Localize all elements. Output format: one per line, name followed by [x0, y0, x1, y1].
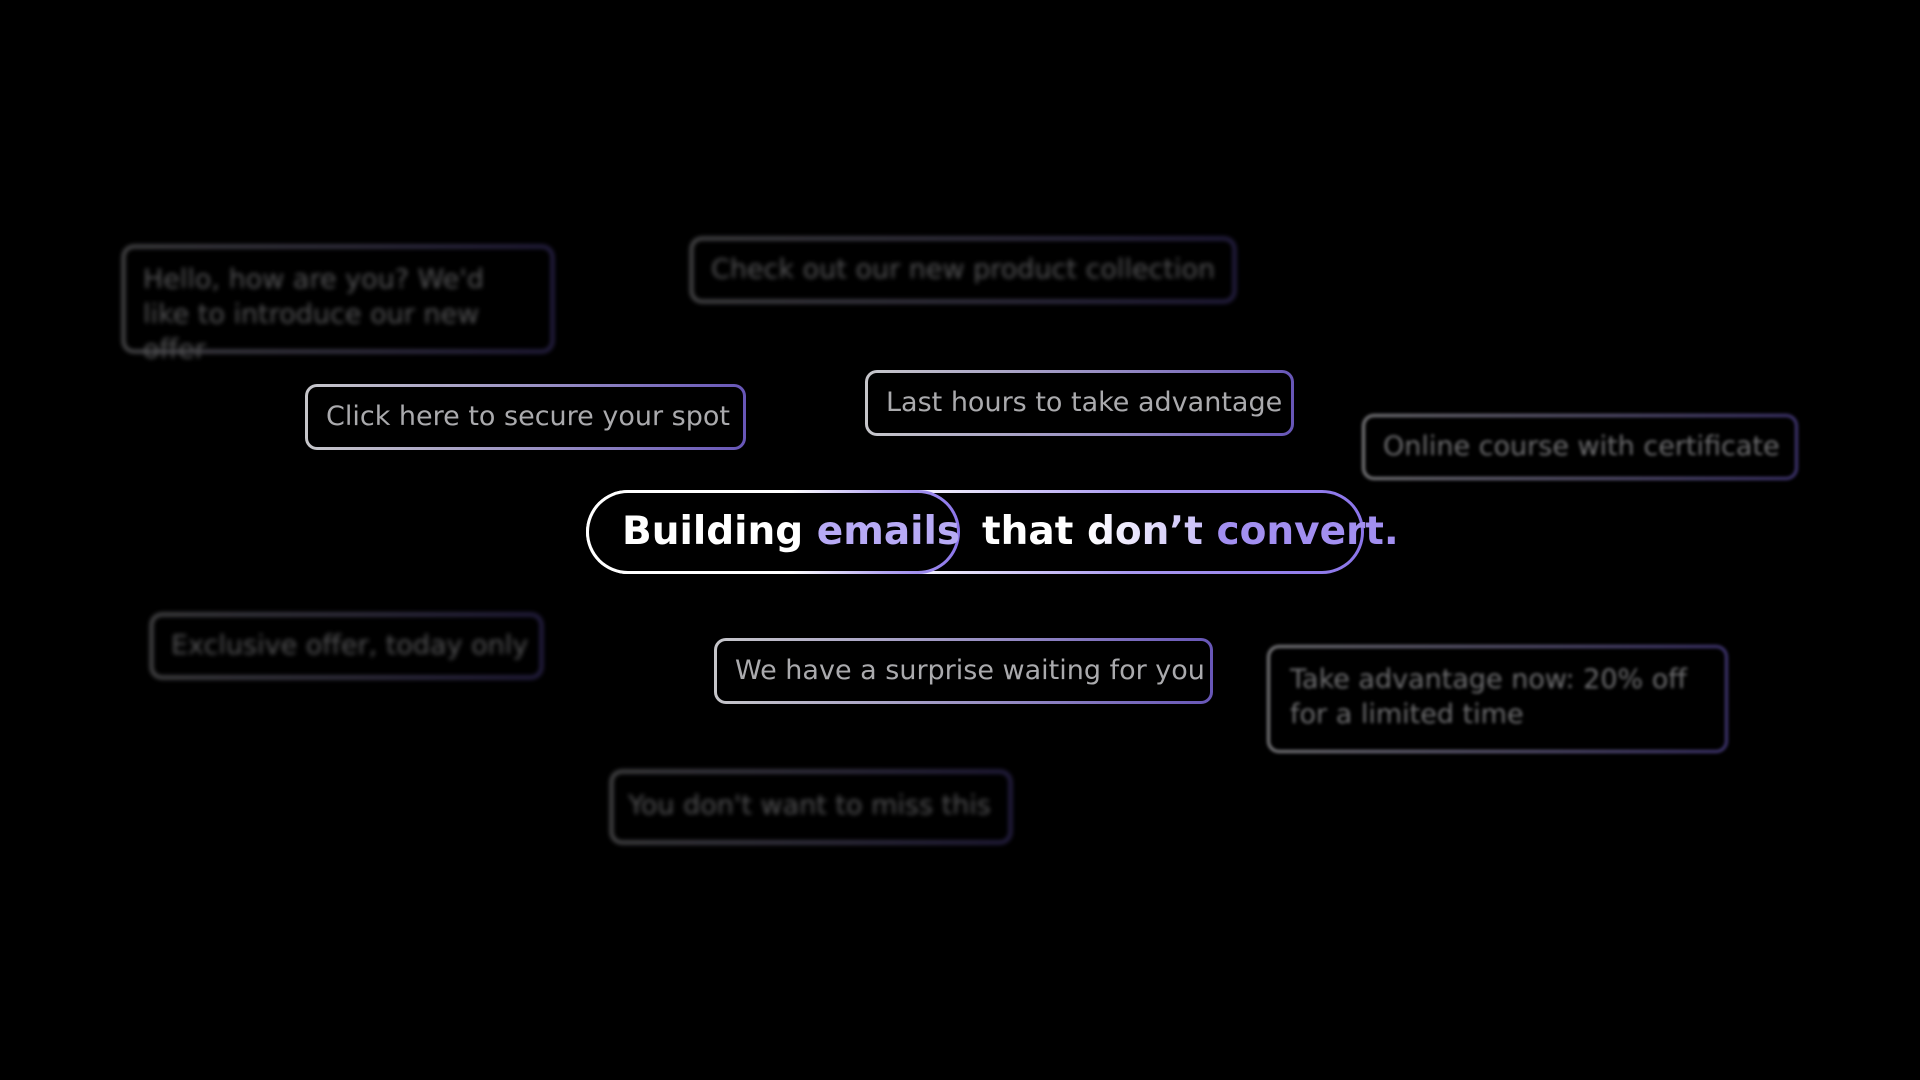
- headline-word-emails: emails: [816, 509, 961, 554]
- message-bubble-hello: Hello, how are you? We'd like to introdu…: [122, 245, 554, 365]
- message-text: Hello, how are you? We'd like to introdu…: [143, 264, 484, 365]
- message-bubble-take: Take advantage now: 20% off for a limite…: [1267, 645, 1728, 753]
- message-bubble-click: Click here to secure your spot: [305, 384, 746, 450]
- message-text: Online course with certificate: [1383, 431, 1780, 462]
- message-bubble-exclusive: Exclusive offer, today only: [150, 613, 543, 679]
- headline-word-convert: convert.: [1216, 509, 1399, 554]
- message-text: Check out our new product collection: [711, 254, 1216, 285]
- message-text: Click here to secure your spot: [326, 401, 730, 432]
- message-bubble-check: Check out our new product collection: [690, 237, 1236, 303]
- headline-word-building: Building: [622, 509, 804, 554]
- message-text: We have a surprise waiting for you: [735, 655, 1205, 686]
- message-bubble-surprise: We have a surprise waiting for you: [714, 638, 1213, 704]
- message-bubble-last: Last hours to take advantage: [865, 370, 1294, 436]
- message-text: Exclusive offer, today only: [171, 630, 529, 661]
- headline-word-that: that: [982, 509, 1074, 554]
- headline-pill: Building emails that don’t convert.: [586, 490, 1399, 574]
- message-bubble-online: Online course with certificate: [1362, 414, 1798, 480]
- headline-word-dont: don’t: [1086, 509, 1203, 554]
- headline-left: Building emails: [622, 490, 960, 574]
- message-text: Take advantage now: 20% off for a limite…: [1290, 664, 1687, 730]
- headline-right: that don’t convert.: [982, 490, 1399, 574]
- message-bubble-miss: You don't want to miss this: [610, 770, 1012, 844]
- headline-inner-outline: [586, 490, 960, 574]
- message-text: You don't want to miss this: [628, 790, 991, 821]
- message-text: Last hours to take advantage: [886, 387, 1283, 418]
